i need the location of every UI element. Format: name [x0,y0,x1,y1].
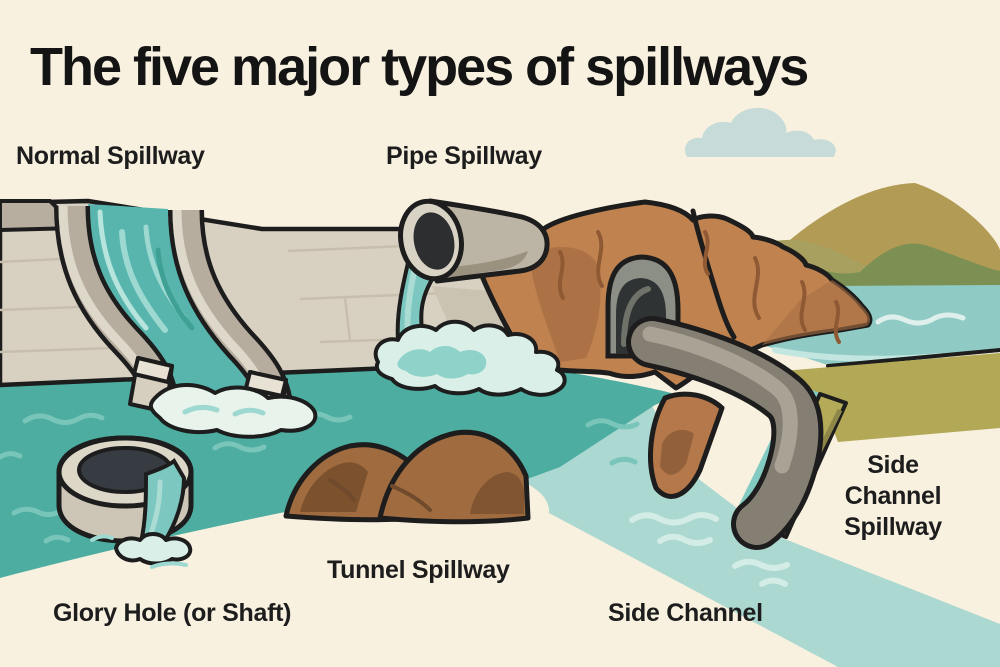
earthen-hill [479,199,873,391]
label-tunnel-spillway: Tunnel Spillway [327,556,510,584]
label-side-channel-spillway: Side Channel Spillway [844,451,942,541]
foreground-rocks [283,429,531,525]
cloud-icon [684,107,836,157]
pipe-spillway-pipe [373,198,567,397]
hill-squiggles [557,230,841,344]
pipe-opening [413,212,455,270]
glory-hole [56,435,194,569]
normal-spillway-chute [54,204,318,439]
chute-water [88,204,257,410]
chute-splash [148,383,318,439]
lake-wave [875,312,966,326]
olive-bank [770,353,1000,442]
page-title: The five major types of spillways [30,37,809,97]
glory-hole-splash [114,532,193,566]
tunnel-flume [626,316,848,550]
label-glory-hole: Glory Hole (or Shaft) [53,599,292,627]
label-normal-spillway: Normal Spillway [16,142,205,170]
label-pipe-spillway: Pipe Spillway [386,142,542,170]
label-side-channel: Side Channel [608,599,763,627]
channel-wave [629,512,719,526]
